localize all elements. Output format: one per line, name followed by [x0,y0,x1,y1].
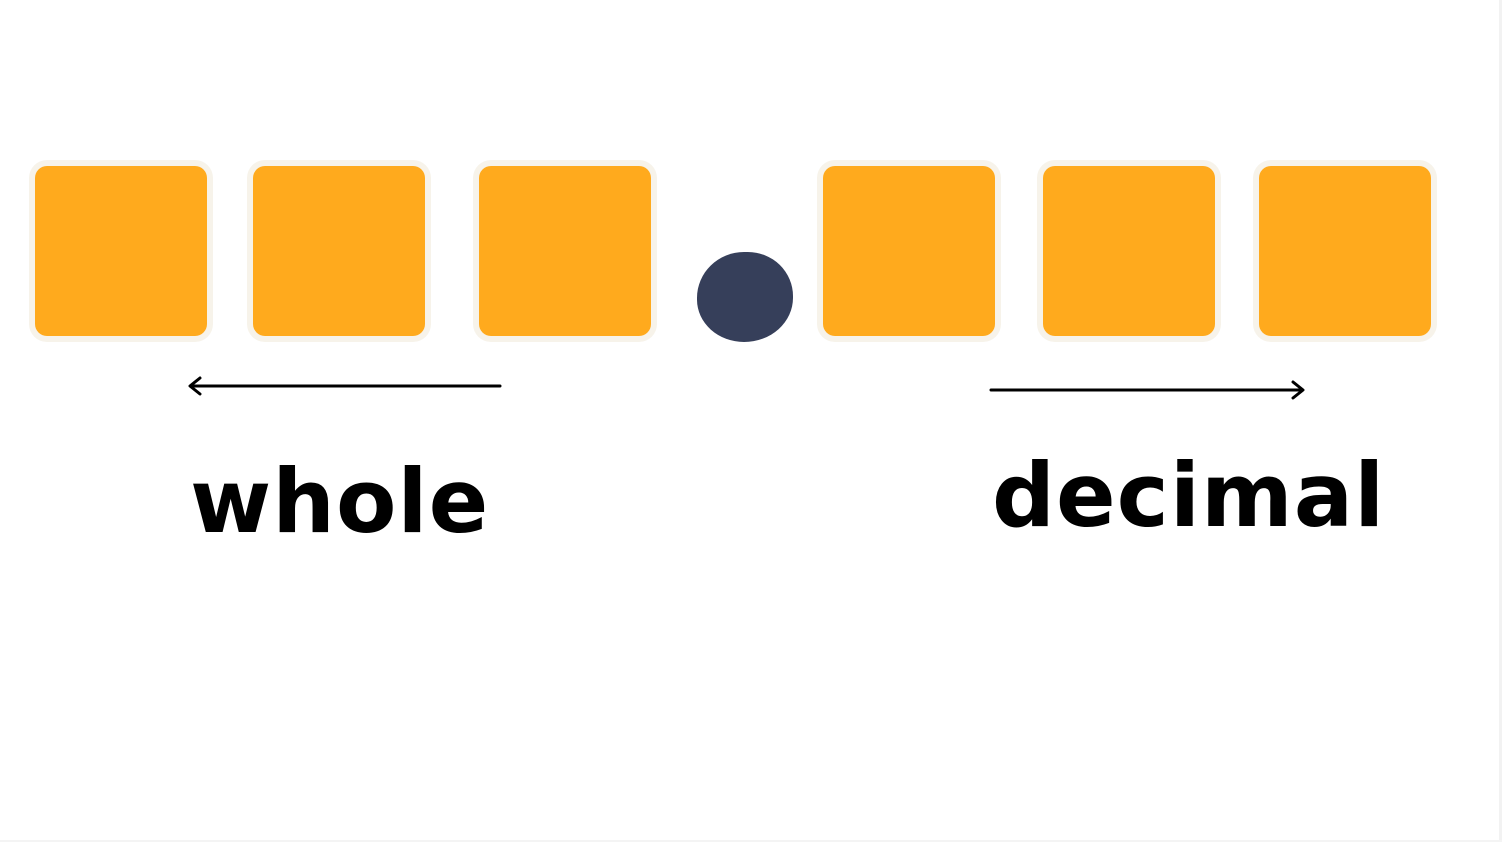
whole-arrow-left-icon [188,376,502,396]
decimal-digit-box [1259,166,1431,336]
whole-digit-box [253,166,425,336]
decimal-arrow-right-icon [989,380,1305,400]
decimal-point [697,252,793,342]
right-edge-divider [1499,0,1502,842]
whole-digit-box [35,166,207,336]
decimal-digit-box [823,166,995,336]
decimal-label: decimal [992,444,1386,547]
whole-label: whole [190,450,490,553]
whole-digit-box [479,166,651,336]
decimal-digit-box [1043,166,1215,336]
bottom-edge-divider [0,840,1502,842]
